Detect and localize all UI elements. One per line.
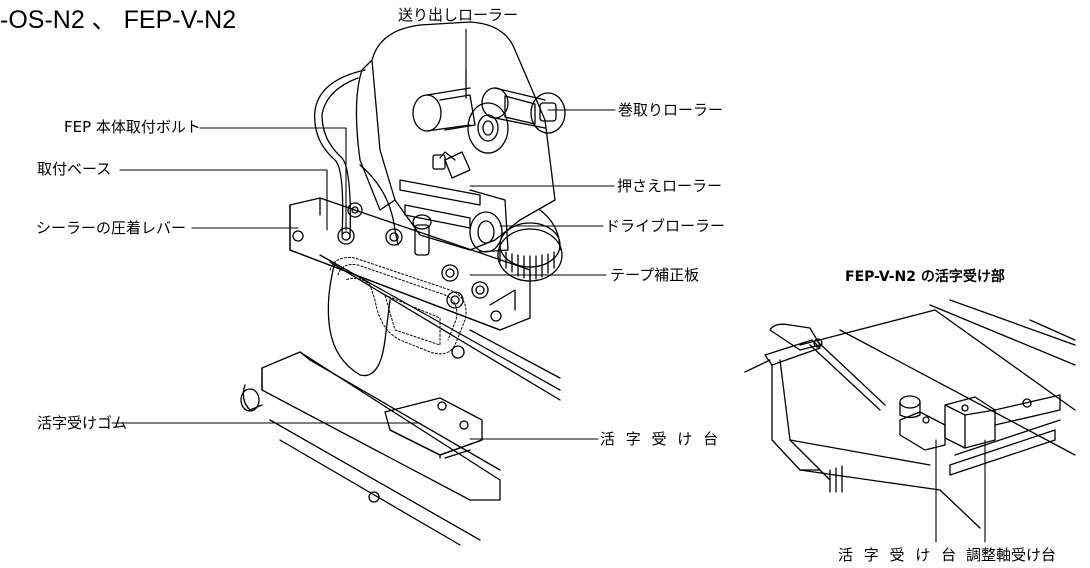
inset-title: FEP-V-N2 の活字受け部 (845, 269, 1005, 285)
press-mechanism (399, 151, 509, 253)
feed-roller-shape (412, 69, 509, 154)
leader-lines (111, 28, 986, 543)
cable-3 (359, 164, 399, 246)
rail-3 (469, 329, 561, 379)
rail-2 (329, 261, 561, 401)
base-hole (451, 345, 465, 359)
housing-plate (371, 21, 556, 251)
inset-illustration (744, 299, 1076, 529)
label-fep-bolt: FEP 本体取付ボルト (64, 118, 201, 136)
slider-assembly (240, 351, 501, 546)
inset-label-type-stand: 活 字 受 け 台 (838, 546, 960, 564)
label-type-rubber: 活字受けゴム (37, 414, 128, 432)
label-feed-roller: 送り出しローラー (398, 6, 519, 24)
sealer-hose (327, 261, 391, 377)
sealer-lever-dashed (329, 257, 467, 355)
housing-edge (355, 59, 396, 211)
cable-2 (321, 77, 359, 239)
label-mount-base: 取付ベース (37, 160, 112, 178)
label-sealer-lever: シーラーの圧着レバー (36, 219, 187, 237)
take-up-roller-shape (481, 87, 566, 134)
label-take-up-roller: 巻取りローラー (618, 101, 724, 119)
label-press-roller: 押さえローラー (617, 177, 723, 195)
label-drive-roller: ドライブローラー (605, 217, 726, 235)
label-type-stand: 活 字 受 け 台 (600, 430, 722, 448)
base-bar (289, 197, 531, 331)
inset-label-adjust-shaft: 調整軸受け台 (966, 546, 1057, 564)
page-title: -OS-N2 、 FEP-V-N2 (0, 6, 237, 34)
cable (314, 69, 366, 236)
label-tape-plate: テープ補正板 (610, 266, 700, 284)
